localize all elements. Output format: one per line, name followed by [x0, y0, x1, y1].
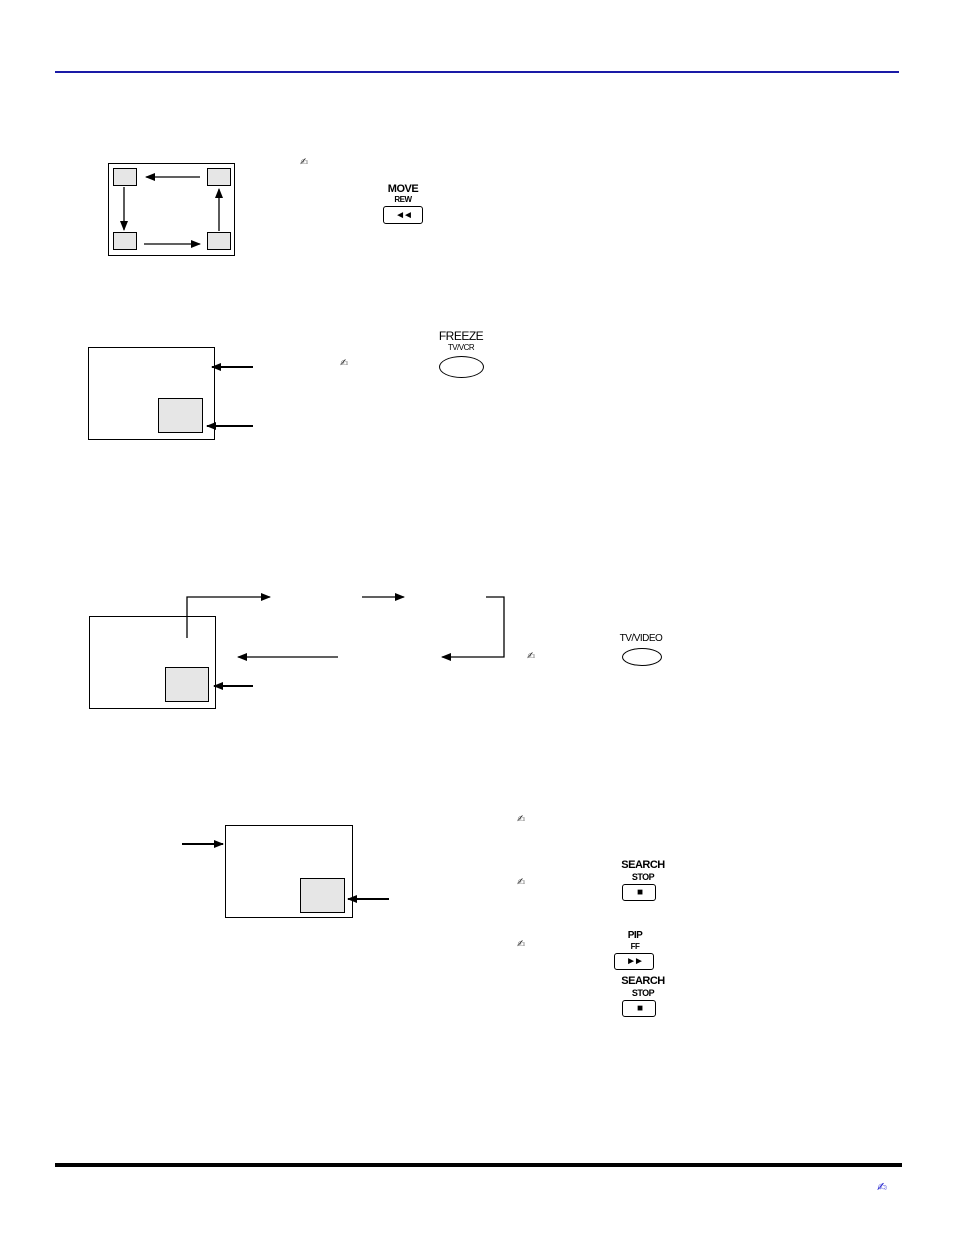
pip-corner-bottom-left — [113, 232, 137, 250]
tv-video-button[interactable] — [622, 648, 662, 666]
freeze-diagram-pip — [158, 398, 203, 433]
search-diagram-pip — [300, 878, 345, 913]
rew-button-label: REW — [394, 195, 412, 204]
search-button-label: SEARCH — [621, 975, 665, 987]
pip-ff-button[interactable]: ►► — [614, 953, 654, 970]
stop-button-label: STOP — [631, 872, 655, 882]
pip-button-label: PIP — [627, 930, 643, 941]
note-icon: ✍ — [877, 1180, 888, 1194]
footer-rule — [55, 1163, 902, 1167]
note-icon: ✍ — [517, 814, 526, 825]
note-icon: ✍ — [517, 939, 526, 950]
move-button-label: MOVE — [387, 183, 419, 195]
freeze-tv-vcr-button[interactable] — [439, 356, 484, 378]
header-rule — [55, 71, 899, 73]
search-stop-button[interactable]: ■ — [622, 1000, 656, 1017]
pip-corner-top-left — [113, 168, 137, 186]
arrow-cycle-return — [441, 596, 505, 661]
note-icon: ✍ — [527, 651, 536, 662]
search-stop-button[interactable]: ■ — [622, 884, 656, 901]
freeze-button-label: FREEZE — [438, 329, 484, 343]
stop-button-label: STOP — [631, 988, 655, 998]
search-button-label: SEARCH — [621, 859, 665, 871]
ff-button-label: FF — [630, 942, 640, 951]
note-icon: ✍ — [517, 877, 526, 888]
note-icon: ✍ — [340, 358, 349, 369]
tv-video-button-label: TV/VIDEO — [619, 633, 663, 644]
pip-corner-top-right — [207, 168, 231, 186]
tv-video-diagram-pip — [165, 667, 209, 702]
tv-vcr-button-label: TV/VCR — [447, 343, 475, 352]
move-rew-button[interactable]: ◄◄ — [383, 206, 423, 224]
note-icon: ✍ — [300, 157, 309, 168]
pip-corner-bottom-right — [207, 232, 231, 250]
